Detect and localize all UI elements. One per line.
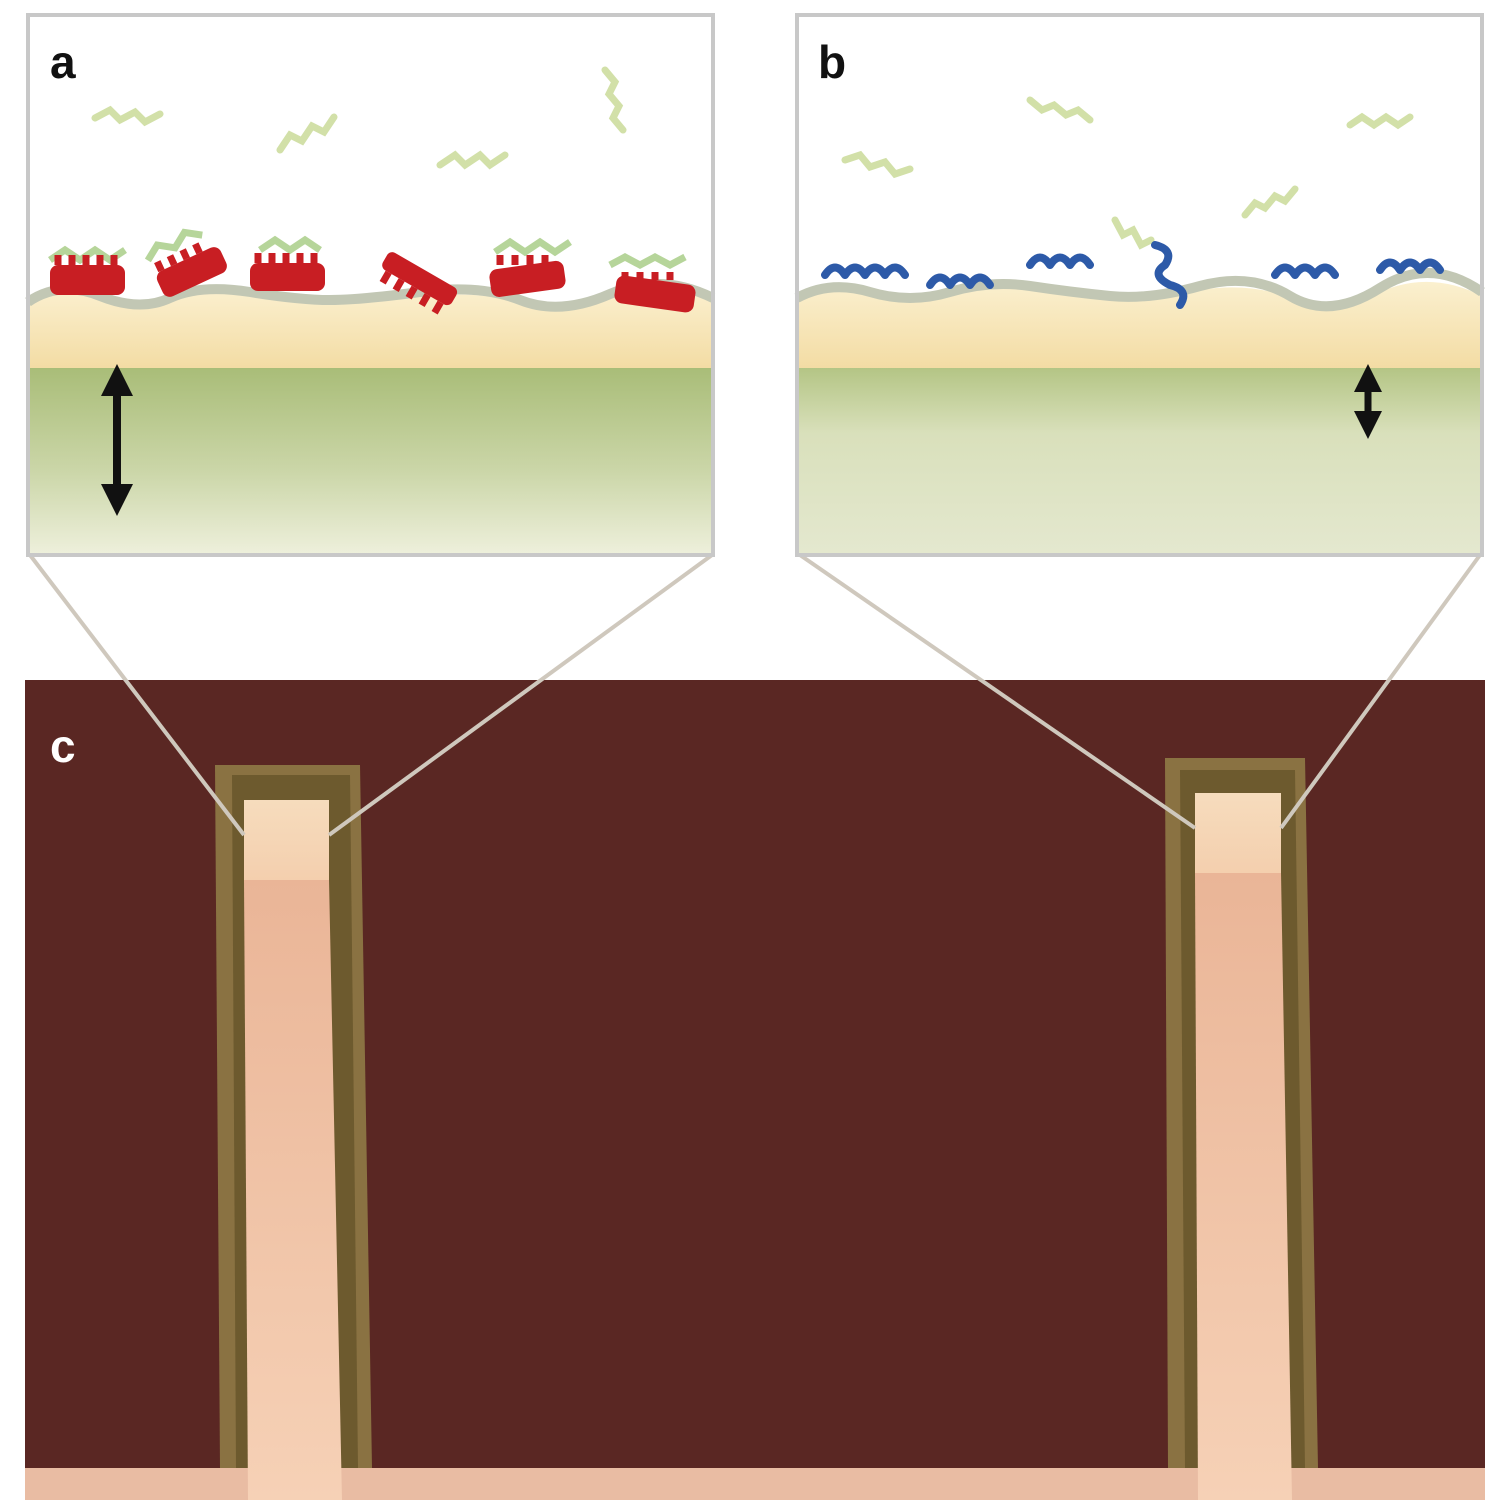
surface-layer-b bbox=[794, 267, 1485, 312]
panel-a: a bbox=[25, 13, 716, 557]
right-strip bbox=[1165, 758, 1318, 1500]
left-strip bbox=[215, 765, 372, 1500]
panel-b-label: b bbox=[818, 36, 846, 88]
free-molecules-b bbox=[841, 96, 1414, 250]
panel-c: c bbox=[25, 680, 1485, 1500]
panel-b: b bbox=[794, 13, 1485, 557]
membrane-b bbox=[797, 368, 1482, 555]
surface-layer-a bbox=[25, 278, 716, 312]
gold-layer-b bbox=[797, 281, 1482, 368]
bound-molecules-a bbox=[48, 228, 696, 315]
membrane-a bbox=[28, 368, 713, 555]
free-molecules-a bbox=[91, 66, 627, 170]
panel-a-border bbox=[26, 13, 715, 557]
panel-a-label: a bbox=[50, 36, 76, 88]
zoom-lines bbox=[28, 553, 1482, 837]
panel-b-border bbox=[795, 13, 1484, 557]
panel-c-label: c bbox=[50, 720, 76, 772]
bound-molecules-b bbox=[821, 241, 1444, 309]
